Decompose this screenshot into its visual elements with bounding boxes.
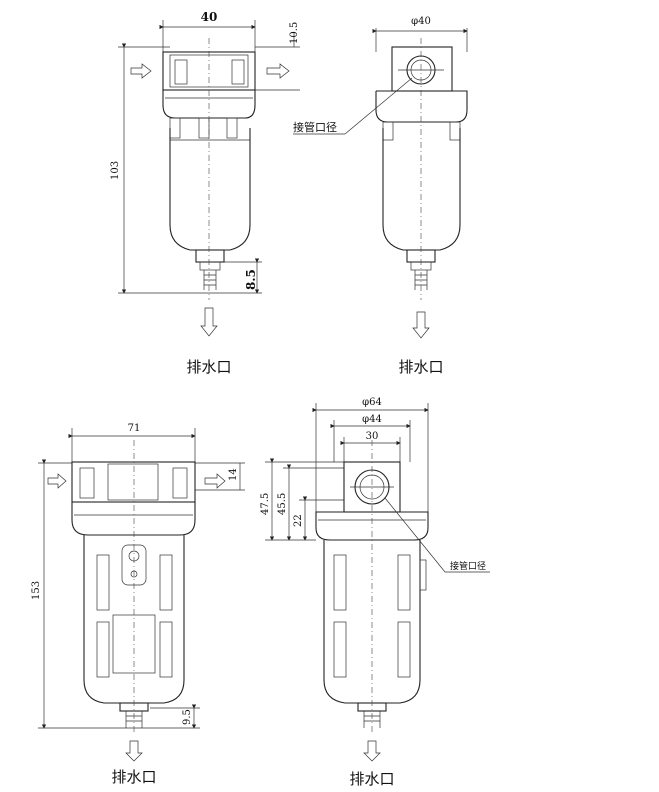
dim-top-label: 14: [228, 468, 239, 481]
filter-body: [71, 461, 196, 728]
drain-caption: 排水口: [398, 358, 443, 376]
port-label: 接管口径: [450, 560, 486, 572]
outlet-arrow-icon: [266, 63, 290, 79]
dim-inner-label: φ44: [362, 414, 382, 425]
drain-caption: 排水口: [111, 768, 156, 786]
drain-arrow-icon: [363, 740, 381, 762]
outlet-arrow-icon: [204, 473, 226, 489]
dim-height-153: 153: [31, 459, 200, 729]
dim-diameter-label: φ40: [411, 16, 431, 27]
bottom-front-view: 71 14 153 9.5: [31, 423, 245, 786]
top-front-view: 40 10.5 103 8.5: [110, 10, 300, 376]
drain-arrow-icon: [125, 740, 143, 762]
dim-height-label: 153: [31, 581, 42, 600]
dim-bottom-label: 9.5: [182, 709, 193, 725]
dim-outer-64: φ64: [312, 397, 429, 512]
dim-top-10-5: 10.5: [255, 22, 300, 91]
dim-h3-label: 22: [293, 514, 304, 527]
dim-diameter-40: φ40: [372, 16, 468, 52]
dim-h2-label: 45.5: [277, 493, 288, 515]
inlet-arrow-icon: [47, 473, 67, 489]
dim-top-14: 14: [195, 462, 245, 491]
dim-width-40: 40: [159, 10, 256, 52]
dim-inner-44: φ44: [330, 414, 411, 462]
filter-body: [162, 51, 256, 290]
drain-arrow-icon: [412, 311, 430, 339]
dim-h1-label: 47.5: [260, 493, 271, 515]
inlet-arrow-icon: [130, 63, 152, 79]
filter-body-side: [375, 46, 468, 290]
dim-top-label: 10.5: [289, 22, 300, 44]
port-label: 接管口径: [293, 120, 337, 134]
dim-width-71: 71: [68, 423, 196, 462]
drain-caption: 排水口: [349, 770, 394, 788]
dim-width-label: 71: [128, 423, 141, 434]
dim-port-label: 30: [366, 431, 379, 442]
dim-bottom-9-5: 9.5: [150, 704, 200, 729]
dim-outer-label: φ64: [362, 397, 382, 408]
top-side-view: φ40 接管口径 排水口: [293, 16, 468, 376]
dim-height-label: 103: [110, 161, 121, 180]
drain-arrow-icon: [200, 307, 218, 337]
bottom-side-view: φ64 φ44 30 47.5 45.5 22: [260, 397, 490, 788]
dim-heights-left: 47.5 45.5 22: [260, 458, 344, 541]
dim-bottom-8-5: 8.5: [220, 258, 262, 294]
dim-width-label: 40: [201, 10, 218, 24]
dim-bottom-label: 8.5: [244, 269, 258, 290]
dim-height-103: 103: [110, 43, 262, 294]
drain-caption: 排水口: [186, 358, 231, 376]
